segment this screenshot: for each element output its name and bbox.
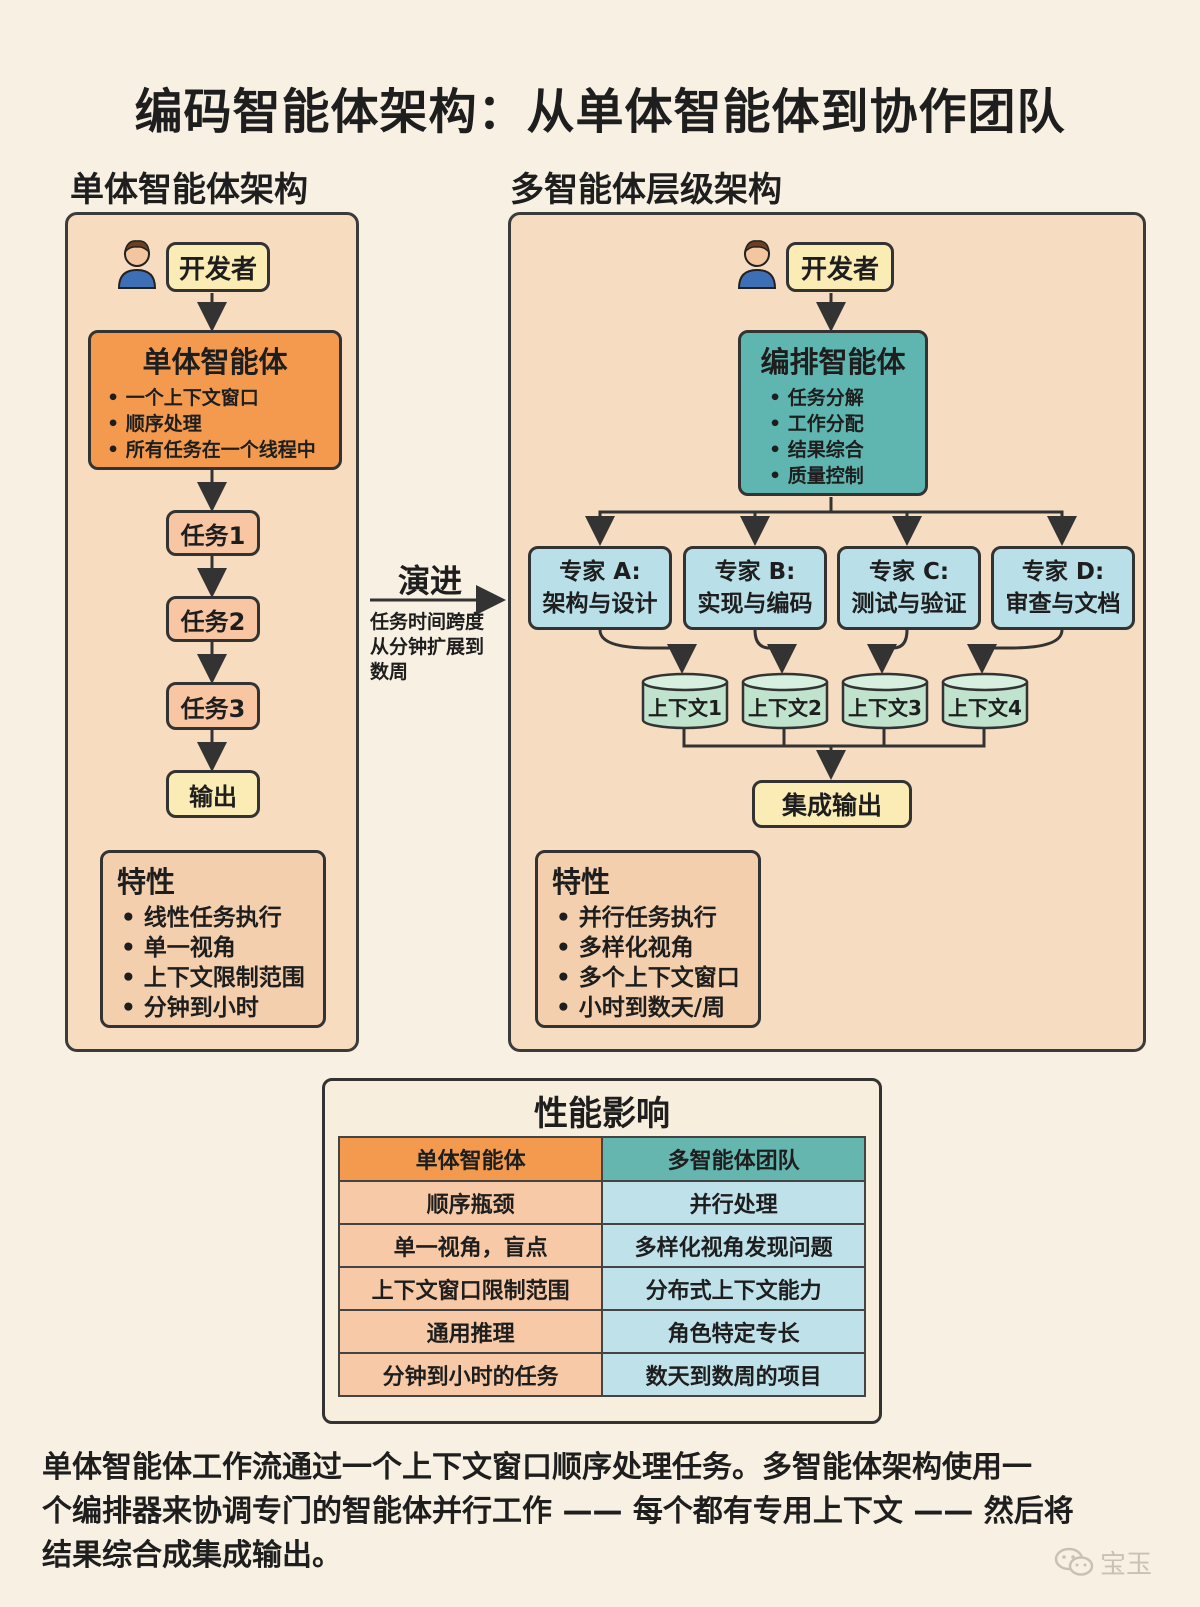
developer-label: 开发者 xyxy=(178,254,257,285)
evolution-note-line: 任务时间跨度 xyxy=(370,611,485,633)
task-3-box: 任务3 xyxy=(166,682,260,730)
expert-d-name: 专家 D: xyxy=(1021,559,1105,585)
table-cell: 通用推理 xyxy=(337,1309,604,1354)
developer-box: 开发者 xyxy=(166,242,270,292)
table-header-cell: 多智能体团队 xyxy=(601,1136,866,1182)
developer-avatar-icon xyxy=(115,236,159,290)
context-4-label: 上下文4 xyxy=(948,696,1022,720)
context-2-label: 上下文2 xyxy=(748,696,822,720)
task-3-label: 任务3 xyxy=(180,694,246,723)
table-cell: 单一视角，盲点 xyxy=(337,1223,604,1268)
table-cell: 多样化视角发现问题 xyxy=(601,1223,866,1268)
bullet-item: 所有任务在一个线程中 xyxy=(107,437,316,463)
orchestrator-box: 编排智能体 任务分解 工作分配 结果综合 质量控制 xyxy=(738,330,928,496)
expert-c-name: 专家 C: xyxy=(868,559,950,585)
bullet-item: 一个上下文窗口 xyxy=(107,385,316,411)
table-row: 通用推理 角色特定专长 xyxy=(337,1309,866,1354)
feature-item: 分钟到小时 xyxy=(121,993,309,1023)
output-label: 输出 xyxy=(189,782,237,811)
performance-table: 单体智能体 多智能体团队 顺序瓶颈 并行处理 单一视角，盲点 多样化视角发现问题… xyxy=(337,1136,866,1397)
multi-features-title: 特性 xyxy=(552,865,611,899)
multi-section-title: 多智能体层级架构 xyxy=(510,170,782,210)
feature-item: 线性任务执行 xyxy=(121,903,309,933)
bullet-item: 任务分解 xyxy=(769,385,864,411)
performance-title: 性能影响 xyxy=(534,1094,670,1134)
task-1-label: 任务1 xyxy=(180,521,246,550)
context-2-cylinder: 上下文2 xyxy=(740,672,830,730)
feature-item: 单一视角 xyxy=(121,933,309,963)
task-2-box: 任务2 xyxy=(166,596,260,642)
footer-line: 单体智能体工作流通过一个上下文窗口顺序处理任务。多智能体架构使用一 xyxy=(42,1450,1032,1485)
single-features-list: 线性任务执行 单一视角 上下文限制范围 分钟到小时 xyxy=(117,903,309,1023)
bullet-item: 质量控制 xyxy=(769,463,864,489)
context-1-label: 上下文1 xyxy=(648,696,722,720)
multi-developer-label: 开发者 xyxy=(800,254,879,285)
feature-item: 小时到数天/周 xyxy=(556,993,744,1023)
evolution-label: 演进 xyxy=(398,562,463,600)
evolution-note-line: 从分钟扩展到 xyxy=(370,636,485,658)
expert-b-role: 实现与编码 xyxy=(697,591,813,617)
table-cell: 分钟到小时的任务 xyxy=(337,1352,604,1397)
feature-item: 多样化视角 xyxy=(556,933,744,963)
single-agent-box: 单体智能体 一个上下文窗口 顺序处理 所有任务在一个线程中 xyxy=(88,330,342,470)
single-features-title: 特性 xyxy=(117,865,176,899)
wechat-icon xyxy=(1054,1547,1094,1576)
footer-description: 单体智能体工作流通过一个上下文窗口顺序处理任务。多智能体架构使用一 个编排器来协… xyxy=(42,1446,1162,1578)
bullet-item: 结果综合 xyxy=(769,437,864,463)
single-section-title: 单体智能体架构 xyxy=(70,170,308,210)
output-box: 输出 xyxy=(166,770,260,818)
table-cell: 分布式上下文能力 xyxy=(601,1266,866,1311)
table-cell: 顺序瓶颈 xyxy=(337,1180,604,1225)
developer-avatar-icon xyxy=(735,236,779,290)
table-header-cell: 单体智能体 xyxy=(337,1136,604,1182)
single-agent-bullets: 一个上下文窗口 顺序处理 所有任务在一个线程中 xyxy=(91,385,316,463)
context-3-label: 上下文3 xyxy=(848,696,922,720)
table-row: 上下文窗口限制范围 分布式上下文能力 xyxy=(337,1266,866,1311)
orchestrator-title: 编排智能体 xyxy=(760,345,906,379)
table-row: 顺序瓶颈 并行处理 xyxy=(337,1180,866,1225)
footer-line: 个编排器来协调专门的智能体并行工作 —— 每个都有专用上下文 —— 然后将 xyxy=(42,1494,1074,1529)
expert-a-name: 专家 A: xyxy=(559,559,641,585)
evolution-note: 任务时间跨度 从分钟扩展到 数周 xyxy=(370,610,506,685)
watermark-label: 宝玉 xyxy=(1100,1549,1153,1580)
feature-item: 多个上下文窗口 xyxy=(556,963,744,993)
expert-d-role: 审查与文档 xyxy=(1005,591,1121,617)
expert-c-role: 测试与验证 xyxy=(851,591,967,617)
table-cell: 角色特定专长 xyxy=(601,1309,866,1354)
evolution-note-line: 数周 xyxy=(370,661,409,683)
page-title: 编码智能体架构：从单体智能体到协作团队 xyxy=(134,84,1066,140)
integrated-output-label: 集成输出 xyxy=(781,791,882,820)
table-cell: 并行处理 xyxy=(601,1180,866,1225)
bullet-item: 工作分配 xyxy=(769,411,864,437)
integrated-output-box: 集成输出 xyxy=(752,780,912,828)
bullet-item: 顺序处理 xyxy=(107,411,316,437)
watermark: 宝玉 xyxy=(1054,1542,1194,1582)
feature-item: 并行任务执行 xyxy=(556,903,744,933)
multi-features-box: 特性 并行任务执行 多样化视角 多个上下文窗口 小时到数天/周 xyxy=(535,850,761,1028)
table-row: 单一视角，盲点 多样化视角发现问题 xyxy=(337,1223,866,1268)
expert-b-box: 专家 B: 实现与编码 xyxy=(683,546,827,630)
expert-d-box: 专家 D: 审查与文档 xyxy=(991,546,1135,630)
expert-c-box: 专家 C: 测试与验证 xyxy=(837,546,981,630)
footer-line: 结果综合成集成输出。 xyxy=(42,1538,342,1573)
table-cell: 数天到数周的项目 xyxy=(601,1352,866,1397)
table-row: 分钟到小时的任务 数天到数周的项目 xyxy=(337,1352,866,1397)
table-header-row: 单体智能体 多智能体团队 xyxy=(337,1136,866,1182)
single-agent-title: 单体智能体 xyxy=(142,345,288,379)
expert-b-name: 专家 B: xyxy=(714,559,796,585)
expert-a-role: 架构与设计 xyxy=(542,591,658,617)
context-3-cylinder: 上下文3 xyxy=(840,672,930,730)
context-4-cylinder: 上下文4 xyxy=(940,672,1030,730)
feature-item: 上下文限制范围 xyxy=(121,963,309,993)
multi-features-list: 并行任务执行 多样化视角 多个上下文窗口 小时到数天/周 xyxy=(552,903,744,1023)
task-1-box: 任务1 xyxy=(166,510,260,556)
context-1-cylinder: 上下文1 xyxy=(640,672,730,730)
table-cell: 上下文窗口限制范围 xyxy=(337,1266,604,1311)
multi-developer-box: 开发者 xyxy=(786,242,894,292)
task-2-label: 任务2 xyxy=(180,607,246,636)
single-features-box: 特性 线性任务执行 单一视角 上下文限制范围 分钟到小时 xyxy=(100,850,326,1028)
expert-a-box: 专家 A: 架构与设计 xyxy=(528,546,672,630)
orchestrator-bullets: 任务分解 工作分配 结果综合 质量控制 xyxy=(741,385,864,489)
